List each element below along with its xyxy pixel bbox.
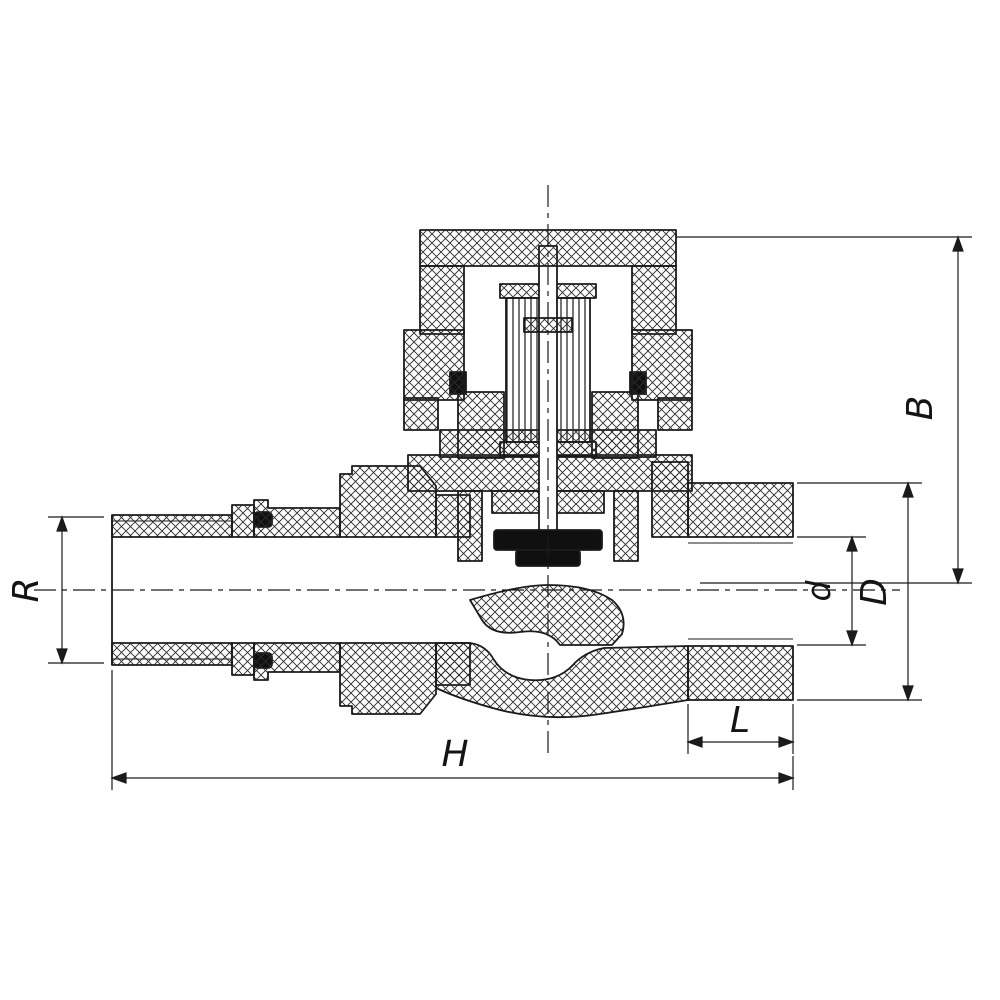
arrowhead-icon [952,568,964,585]
dimension-d [797,535,866,647]
arrowhead-icon [56,515,68,532]
arrowhead-icon [56,648,68,665]
dimension-H [110,670,795,790]
arrowhead-icon [778,772,795,784]
dimension-L [686,704,795,754]
dim-label-D: D [854,578,895,606]
dim-label-B: B [900,396,941,421]
right-socket [651,461,794,701]
arrowhead-icon [902,481,914,498]
protective-cap [403,229,693,431]
dim-label-L: L [730,700,750,741]
body-shell [435,642,689,719]
arrowhead-icon [902,685,914,702]
arrowhead-icon [952,235,964,252]
arrowhead-icon [110,772,127,784]
dim-label-d: d [799,579,838,601]
centerlines [34,185,900,758]
dim-label-H: H [441,734,468,775]
dimension-D [797,481,922,702]
seat-partition [469,584,625,646]
arrowhead-icon [846,630,858,647]
dimension-B [676,235,972,585]
arrowhead-icon [846,535,858,552]
arrowhead-icon [778,736,795,748]
dimension-R [48,515,104,665]
dim-label-R: R [6,577,47,602]
arrowhead-icon [686,736,703,748]
